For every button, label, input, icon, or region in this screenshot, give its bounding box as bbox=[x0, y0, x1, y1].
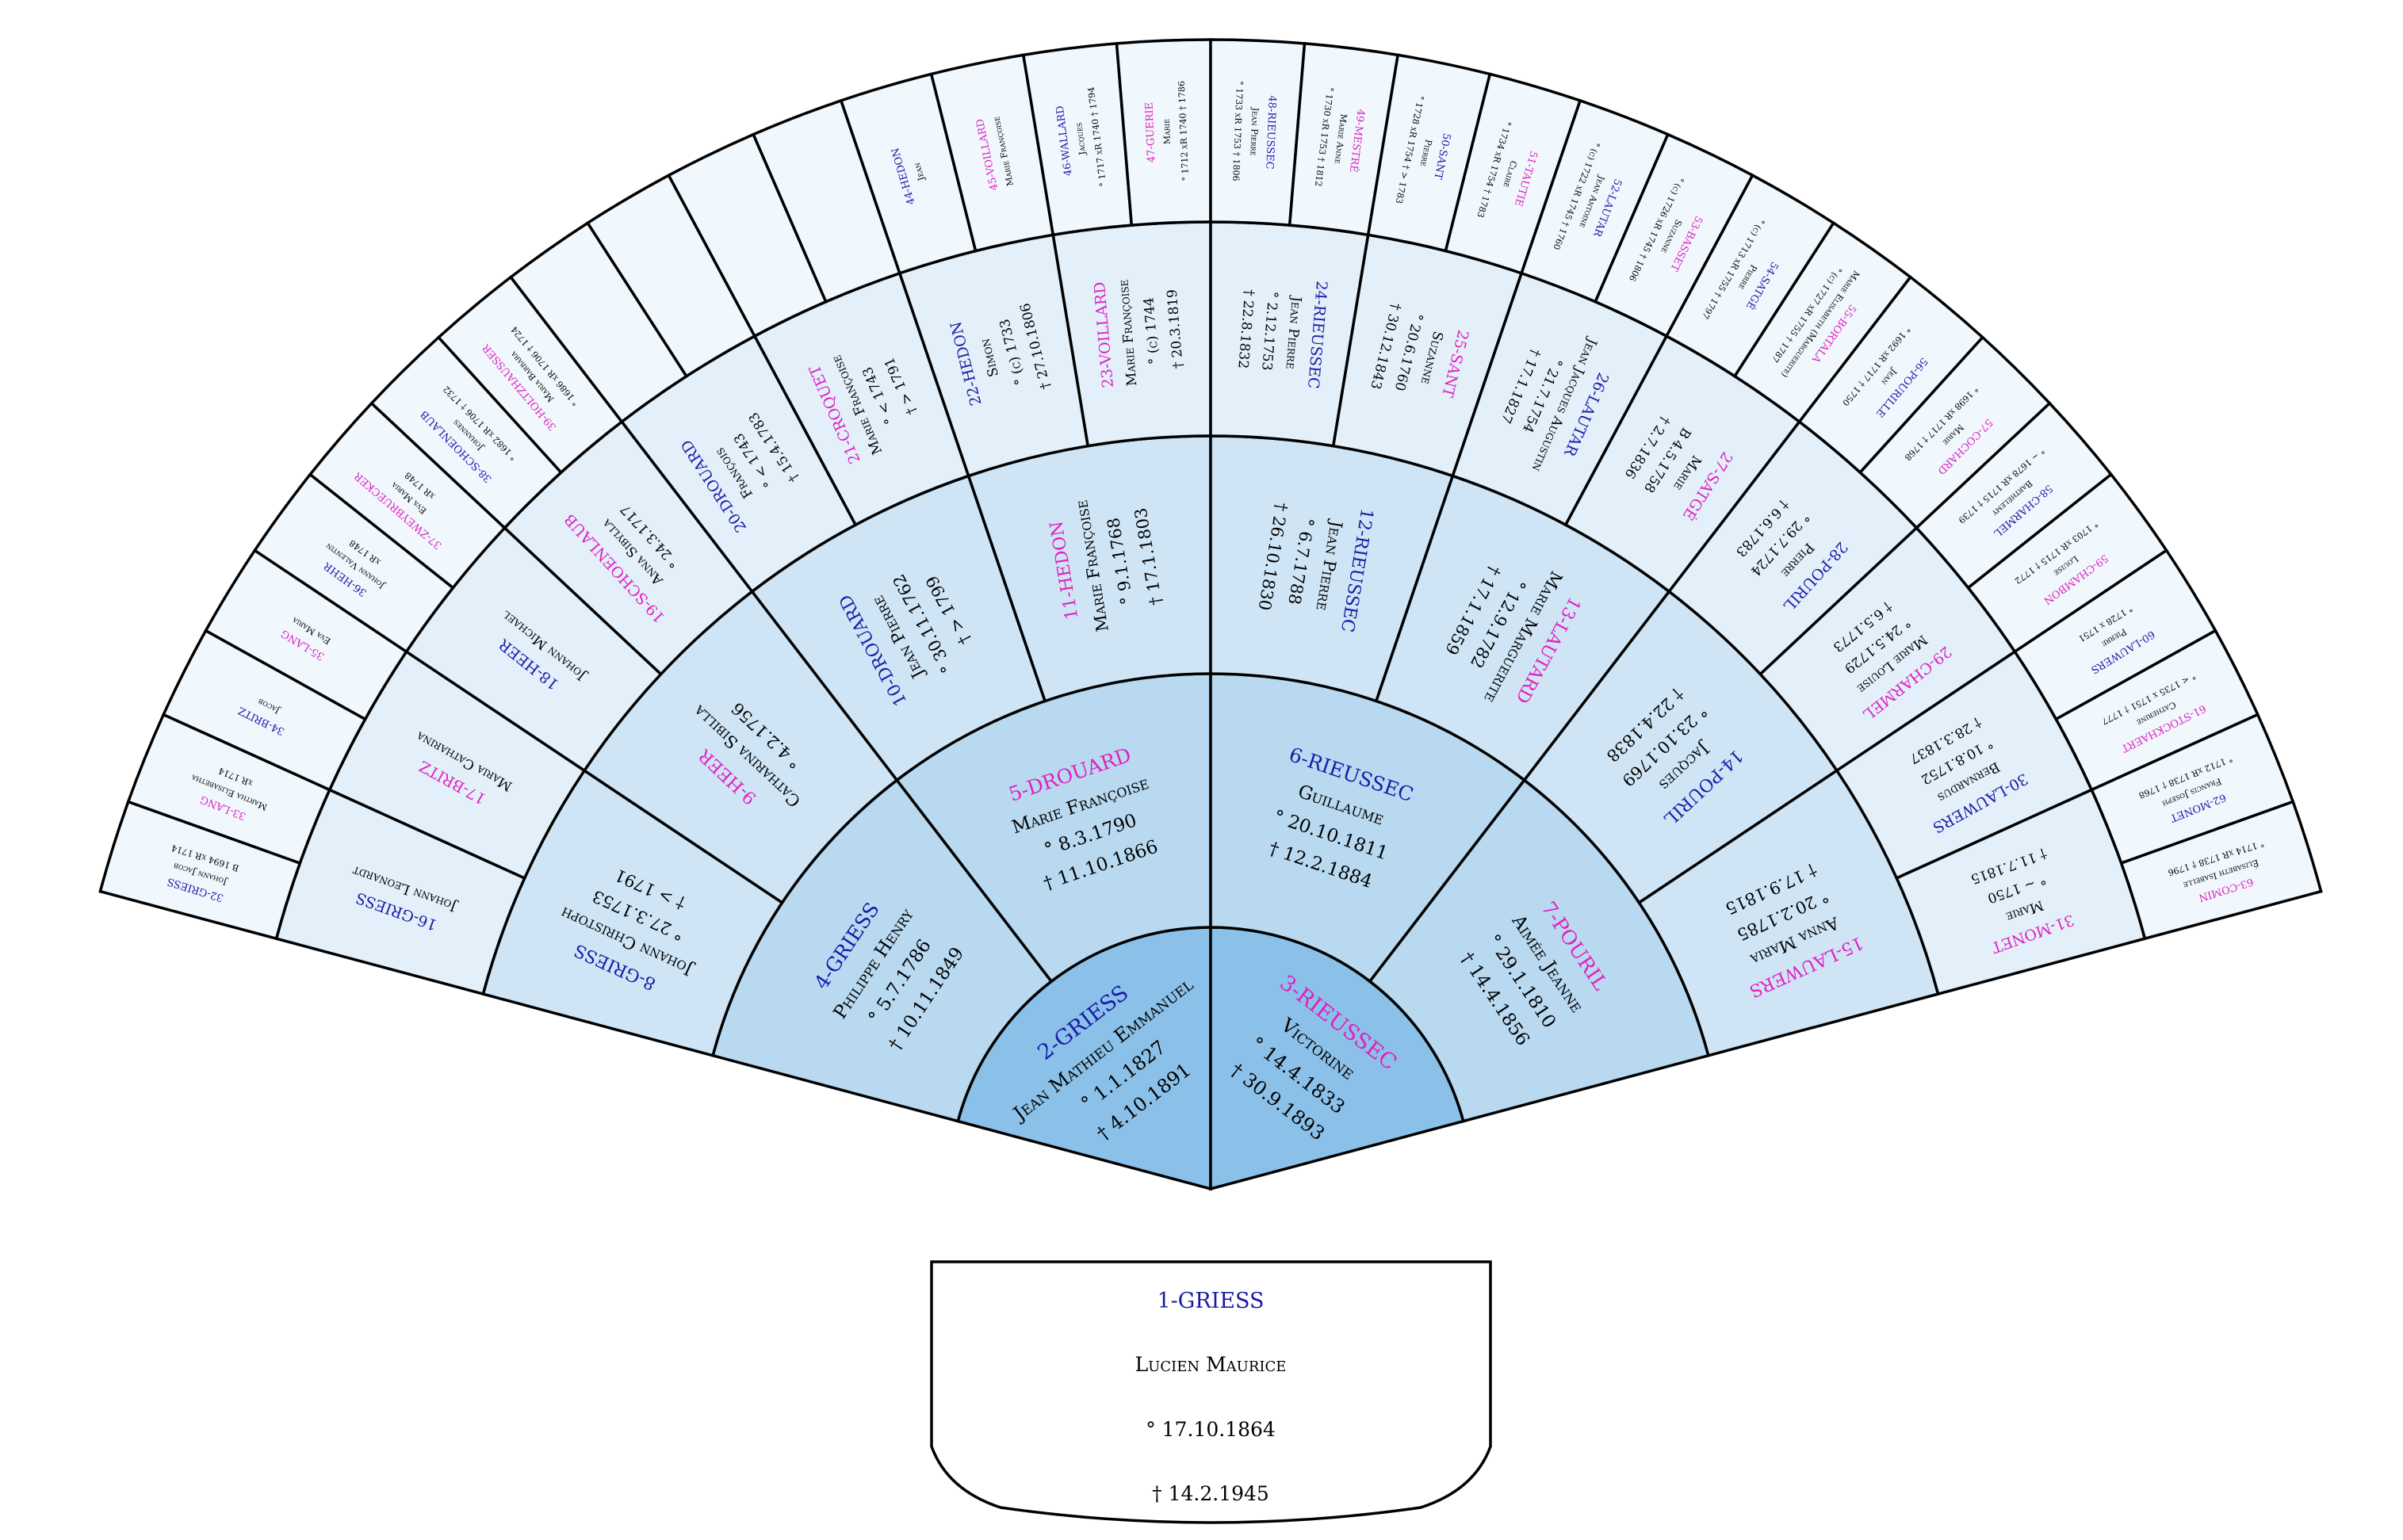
person-detail-48-line-1: ° 1733 xR 1753 † 1806 bbox=[1230, 81, 1245, 182]
person-name-47: 47-GUERIE bbox=[1143, 102, 1157, 163]
person-label-47: 47-GUERIE Marie ° 1712 xR 1740 † 1786 bbox=[1143, 81, 1191, 182]
root-person-name: 1-GRIESS bbox=[1157, 1289, 1264, 1313]
person-sector-63 bbox=[2119, 800, 2323, 941]
person-name-48: 48-RIEUSSEC bbox=[1263, 95, 1278, 170]
person-cell-63[interactable] bbox=[2119, 800, 2323, 941]
person-detail-47-line-0: Marie bbox=[1161, 119, 1173, 145]
root-person-outline bbox=[930, 1260, 1492, 1524]
root-person-box[interactable]: 1-GRIESS Lucien Maurice ° 17.10.1864 † 1… bbox=[930, 1260, 1492, 1524]
root-person-given-names: Lucien Maurice bbox=[1135, 1353, 1287, 1376]
root-person-death: † 14.2.1945 bbox=[1152, 1482, 1269, 1505]
root-person-birth: ° 17.10.1864 bbox=[1146, 1418, 1276, 1441]
fan-cells bbox=[98, 38, 2323, 1191]
person-detail-48-line-0: Jean Pierre bbox=[1248, 106, 1261, 155]
person-detail-47-line-1: ° 1712 xR 1740 † 1786 bbox=[1177, 81, 1191, 182]
person-detail-46-line-0: Jacques bbox=[1073, 122, 1088, 156]
